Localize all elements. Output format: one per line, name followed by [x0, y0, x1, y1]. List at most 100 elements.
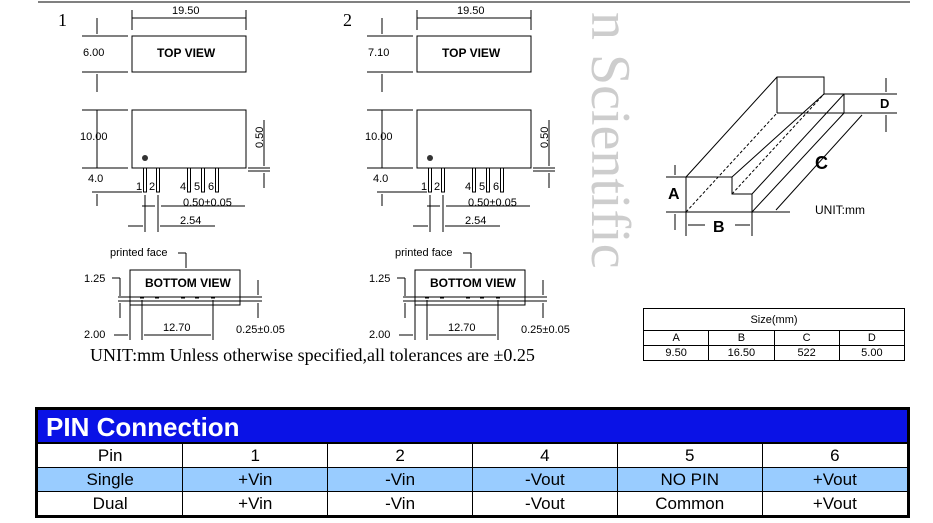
top-view-label: TOP VIEW [442, 46, 501, 60]
cell: -Vout [471, 491, 618, 515]
cell: -Vout [471, 467, 618, 492]
side-height-dimension: 10.00 [80, 131, 108, 143]
dim-a-label: A [668, 186, 680, 203]
header-cell: 6 [761, 443, 907, 468]
pin [472, 167, 476, 193]
size-value: 9.50 [642, 345, 710, 361]
pin-label: 4 [180, 181, 186, 193]
dim-b-label: B [713, 219, 725, 236]
drawing-index: 1 [58, 10, 67, 30]
cell: Common [616, 491, 763, 515]
bottom-span-dimension: 12.70 [163, 322, 191, 334]
cell: +Vin [182, 491, 329, 515]
cell: -Vin [327, 491, 473, 515]
bottom-span-dimension: 12.70 [448, 322, 476, 334]
header-cell: 5 [616, 443, 763, 468]
pin-label: 4 [465, 181, 471, 193]
pin [500, 167, 504, 193]
pin-width-dimension: 0.50±0.05 [468, 197, 517, 209]
top-view-outline [416, 35, 532, 73]
bottom-pin-dimension: 0.25±0.05 [521, 324, 570, 336]
cell: +Vout [761, 467, 907, 492]
pin [143, 167, 147, 193]
size-value: 5.00 [838, 345, 906, 361]
pin-label: 2 [434, 181, 440, 193]
pin [486, 167, 490, 193]
size-header: D [838, 330, 906, 346]
top-height-dimension: 6.00 [83, 47, 104, 59]
header-cell: 4 [471, 443, 618, 468]
table-row-dual: Dual +Vin -Vin -Vout Common +Vout [38, 491, 907, 515]
cell: +Vout [761, 491, 907, 515]
pin-connection-table: PIN Connection Pin 1 2 4 5 6 Single +Vin… [35, 407, 910, 518]
pin [441, 167, 445, 193]
standoff-dimension: 0.50 [254, 127, 266, 148]
table-row-single: Single +Vin -Vin -Vout NO PIN +Vout [38, 467, 907, 492]
side-view-outline [416, 109, 532, 169]
printed-face-label: printed face [110, 247, 167, 259]
top-view-label: TOP VIEW [157, 46, 216, 60]
standoff-dimension: 0.50 [539, 127, 551, 148]
pin-label: 1 [136, 181, 142, 193]
size-table: Size(mm) A B C D 9.50 16.50 522 5.00 [642, 308, 906, 361]
pin-label: 5 [194, 181, 200, 193]
pin [156, 167, 160, 193]
header-cell: 1 [182, 443, 329, 468]
cell: NO PIN [616, 467, 763, 492]
bottom-view-label: BOTTOM VIEW [145, 276, 231, 290]
pin-width-dimension: 0.50±0.05 [183, 197, 232, 209]
size-value: 522 [773, 345, 840, 361]
table-header-row: Pin 1 2 4 5 6 [38, 443, 907, 468]
size-header: B [708, 330, 775, 346]
bottom-view-label: BOTTOM VIEW [430, 276, 516, 290]
width-dimension: 19.50 [457, 5, 485, 17]
pitch-dimension: 2.54 [465, 215, 486, 227]
bottom-offset-dimension: 1.25 [369, 273, 390, 285]
header-cell: 2 [327, 443, 473, 468]
watermark: n Scientific [579, 12, 641, 269]
pin-label: 2 [149, 181, 155, 193]
bottom-view-outline [129, 269, 241, 306]
pin-label: 6 [493, 181, 499, 193]
pin [187, 167, 191, 193]
cell: Dual [38, 491, 184, 515]
pin-length-dimension: 4.0 [373, 173, 388, 185]
header-cell: Pin [38, 443, 184, 468]
drawing-index: 2 [343, 10, 352, 30]
pin1-marker [427, 155, 433, 161]
size-header: A [642, 330, 710, 346]
pin [201, 167, 205, 193]
dim-c-label: C [815, 153, 828, 173]
bottom-offset-dimension: 1.25 [84, 273, 105, 285]
side-view-outline [131, 109, 247, 169]
pin-connection-title: PIN Connection [38, 410, 907, 443]
pin-label: 1 [421, 181, 427, 193]
pin-label: 5 [479, 181, 485, 193]
bottom-view-outline [414, 269, 526, 306]
side-height-dimension: 10.00 [365, 131, 393, 143]
pitch-dimension: 2.54 [180, 215, 201, 227]
cell: Single [38, 467, 184, 492]
size-header: C [773, 330, 840, 346]
dim-d-label: D [880, 96, 889, 111]
pin [428, 167, 432, 193]
tube-unit: UNIT:mm [815, 203, 865, 217]
cell: -Vin [327, 467, 473, 492]
unit-note: UNIT:mm Unless otherwise specified,all t… [90, 345, 535, 365]
width-dimension: 19.50 [172, 5, 200, 17]
printed-face-label: printed face [395, 247, 452, 259]
size-caption: Size(mm) [643, 308, 905, 331]
cell: +Vin [182, 467, 329, 492]
pin-label: 6 [208, 181, 214, 193]
tube-drawing: A B C D UNIT:mm [666, 76, 897, 236]
pin-length-dimension: 4.0 [88, 173, 103, 185]
pin1-marker [142, 155, 148, 161]
top-height-dimension: 7.10 [368, 47, 389, 59]
bottom-pin-dimension: 0.25±0.05 [236, 324, 285, 336]
top-view-outline [131, 35, 247, 73]
pin [215, 167, 219, 193]
bottom-edge-dimension: 2.00 [84, 329, 105, 341]
